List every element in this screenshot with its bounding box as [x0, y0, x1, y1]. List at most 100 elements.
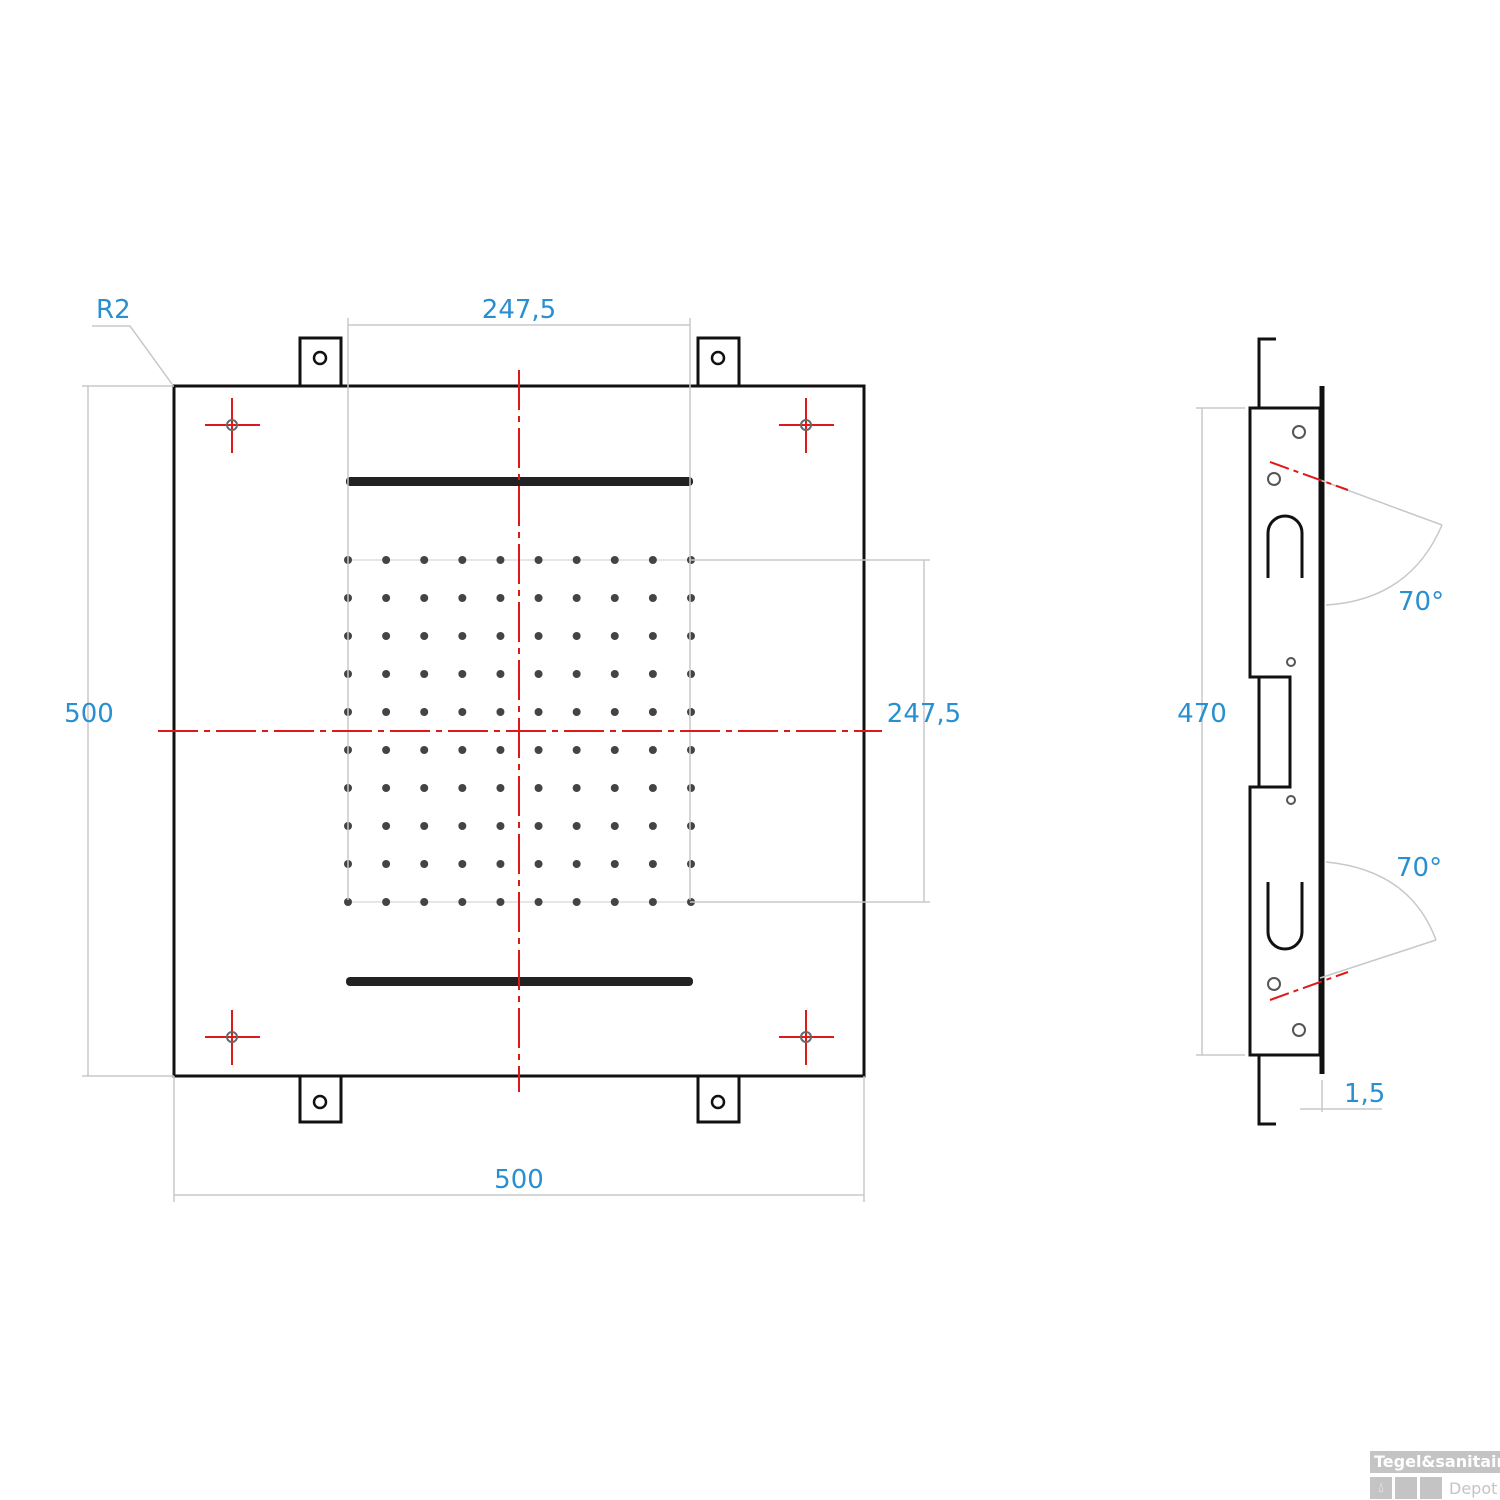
- nozzle-dot: [648, 784, 657, 792]
- nozzle-dot: [458, 898, 467, 906]
- nozzle-dot: [572, 708, 581, 716]
- nozzle-dot: [420, 594, 429, 602]
- mounting-hole-markers: [205, 398, 834, 1065]
- nozzle-dot: [420, 822, 429, 830]
- nozzle-dot: [572, 594, 581, 602]
- nozzle-dot: [648, 822, 657, 830]
- nozzle-dot: [458, 594, 467, 602]
- right-dimension-label: 247,5: [887, 699, 961, 729]
- nozzle-dot: [534, 632, 543, 640]
- nozzle-dot: [572, 556, 581, 564]
- nozzle-dot: [420, 632, 429, 640]
- nozzle-dot: [382, 556, 391, 564]
- nozzle-dot: [610, 898, 619, 906]
- nozzle-dot: [534, 784, 543, 792]
- nozzle-dot: [648, 898, 657, 906]
- nozzle-dot: [496, 670, 505, 678]
- nozzle-dot: [458, 670, 467, 678]
- nozzle-dot: [572, 898, 581, 906]
- logo-square: [1420, 1477, 1442, 1499]
- nozzle-dot: [648, 632, 657, 640]
- nozzle-dot: [420, 746, 429, 754]
- nozzle-dot: [496, 784, 505, 792]
- nozzle-dot: [382, 632, 391, 640]
- nozzle-dot: [420, 670, 429, 678]
- nozzle-dot: [496, 898, 505, 906]
- logo-square: [1395, 1477, 1417, 1499]
- water-drop-icon: 💧︎: [1370, 1477, 1392, 1499]
- nozzle-dot: [458, 746, 467, 754]
- watermark-logo: Tegel&sanitair 💧︎ Depot: [1370, 1451, 1500, 1500]
- waterfall-slot-top: [346, 477, 693, 486]
- nozzle-dot: [687, 670, 695, 678]
- nozzle-dot: [687, 784, 695, 792]
- nozzle-dot: [687, 860, 695, 868]
- nozzle-dot: [458, 784, 467, 792]
- nozzle-dot: [572, 860, 581, 868]
- nozzle-dot: [610, 556, 619, 564]
- nozzle-dot: [610, 746, 619, 754]
- nozzle-dot: [382, 708, 391, 716]
- side-view: 470 70° 70° 1,5: [1177, 337, 1444, 1126]
- nozzle-dot: [382, 594, 391, 602]
- nozzle-dot: [610, 860, 619, 868]
- nozzle-dot: [648, 594, 657, 602]
- nozzle-dot: [534, 746, 543, 754]
- nozzle-dot: [458, 860, 467, 868]
- nozzle-dot: [610, 708, 619, 716]
- angle-top-label: 70°: [1398, 587, 1444, 617]
- nozzle-dot: [687, 594, 695, 602]
- nozzle-dot: [496, 746, 505, 754]
- nozzle-dot: [572, 670, 581, 678]
- nozzle-dot: [382, 746, 391, 754]
- watermark-line1: Tegel&sanitair: [1370, 1451, 1500, 1473]
- nozzle-dot: [687, 822, 695, 830]
- nozzle-dot: [610, 594, 619, 602]
- nozzle-dot: [496, 860, 505, 868]
- height-dimension-label: 470: [1177, 699, 1227, 729]
- nozzle-dot: [534, 898, 543, 906]
- nozzle-dot: [648, 708, 657, 716]
- nozzle-dot: [420, 708, 429, 716]
- nozzle-dot: [458, 556, 467, 564]
- radius-label: R2: [96, 295, 131, 325]
- nozzle-dot: [534, 822, 543, 830]
- nozzle-dot: [572, 822, 581, 830]
- nozzle-dot: [610, 784, 619, 792]
- nozzle-dot: [687, 632, 695, 640]
- nozzle-dot: [420, 898, 429, 906]
- nozzle-dot: [382, 860, 391, 868]
- nozzle-dot: [420, 784, 429, 792]
- nozzle-dot: [344, 898, 352, 906]
- nozzle-dot: [610, 670, 619, 678]
- nozzle-dot: [534, 860, 543, 868]
- nozzle-dot: [458, 708, 467, 716]
- front-view: R2 247,5 500 247,5 500: [64, 295, 961, 1202]
- nozzle-dot: [458, 632, 467, 640]
- nozzle-dot: [572, 632, 581, 640]
- nozzle-dot: [534, 708, 543, 716]
- nozzle-dot: [648, 556, 657, 564]
- mounting-brackets: [298, 336, 741, 1124]
- nozzle-dot: [687, 708, 695, 716]
- nozzle-dot: [610, 822, 619, 830]
- nozzle-dot: [420, 556, 429, 564]
- nozzle-dot: [534, 594, 543, 602]
- nozzle-dot: [382, 898, 391, 906]
- nozzle-dot: [496, 632, 505, 640]
- nozzle-dot: [648, 860, 657, 868]
- nozzle-dot: [382, 822, 391, 830]
- angle-bottom-label: 70°: [1396, 853, 1442, 883]
- nozzle-dot: [648, 746, 657, 754]
- nozzle-dot: [420, 860, 429, 868]
- watermark-line2: Depot: [1449, 1478, 1498, 1498]
- nozzle-dot: [610, 632, 619, 640]
- nozzle-dot: [534, 670, 543, 678]
- nozzle-dot: [496, 708, 505, 716]
- nozzle-dot: [534, 556, 543, 564]
- nozzle-dot: [496, 594, 505, 602]
- nozzle-dot: [496, 556, 505, 564]
- nozzle-dot: [572, 784, 581, 792]
- nozzle-dot: [458, 822, 467, 830]
